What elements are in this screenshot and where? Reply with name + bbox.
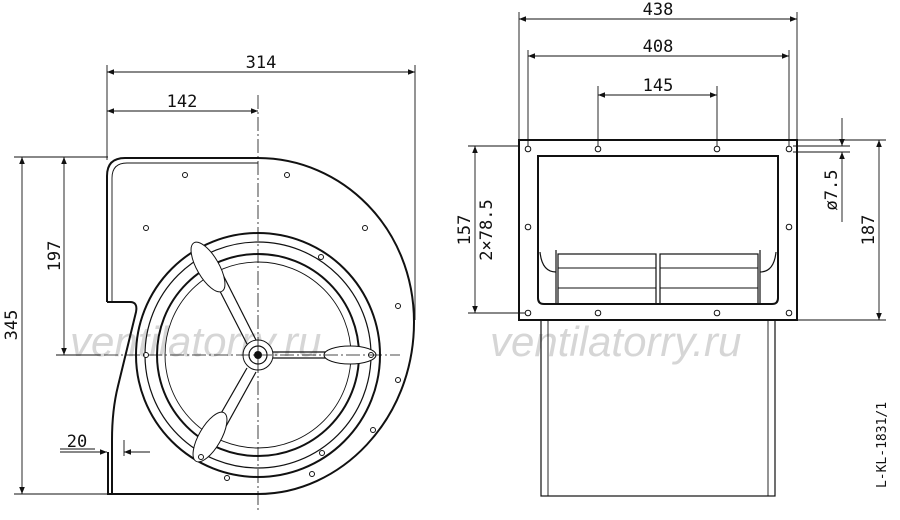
housing-inner-line [111,162,258,302]
side-flange-plate [518,139,798,321]
side-view: 438 408 145 187 157 2×78.5 ø7.5 [455,0,886,497]
dim-side-height: 187 [859,215,879,246]
watermark-right: ventilatorry.ru [490,318,741,365]
motor-arm-bottom [192,411,228,463]
side-housing-body [540,319,776,497]
flange-holes [524,145,793,317]
dim-flange-width: 20 [67,432,87,452]
motor-arm-top [190,241,226,293]
dim-hole-diameter: ø7.5 [822,170,842,211]
dim-overall-width: 314 [246,53,277,73]
flange-notch [107,301,138,494]
front-view: 314 142 345 197 20 [2,53,416,512]
dim-hole-spacing-vertical: 2×78.5 [477,199,497,260]
dim-side-flange-width: 438 [643,0,674,20]
impeller-blocks [557,253,759,305]
dim-outlet-height: 157 [455,215,475,246]
outlet-opening [537,155,779,305]
dim-axis-height: 197 [45,241,65,272]
scroll-housing-outline [106,157,416,495]
dim-overall-height: 345 [2,310,22,341]
dim-hole-spacing-center: 145 [643,76,674,96]
drawing-code: L-KL-1831/1 [875,402,890,488]
dim-axis-offset: 142 [167,92,198,112]
dim-side-inner-width: 408 [643,37,674,57]
watermark-left: ventilatorry.ru [70,318,321,365]
support-arms [190,241,377,463]
